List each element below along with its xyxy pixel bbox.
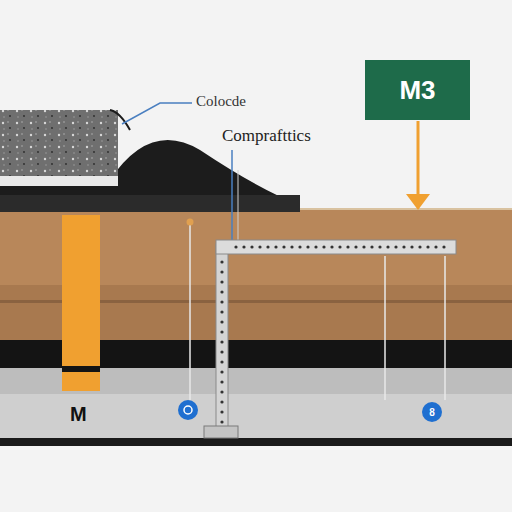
bracket-hole [402,245,405,248]
bracket-hole [220,360,223,363]
bracket-arm [216,240,456,254]
bracket-hole [442,245,445,248]
bracket-hole [410,245,413,248]
bracket-hole [220,310,223,313]
bracket-hole [274,245,277,248]
rod-line [238,170,239,242]
bracket-hole [258,245,261,248]
bracket-hole [220,330,223,333]
bracket-hole [220,410,223,413]
bracket-hole [418,245,421,248]
part-label: Comprafttics [222,126,311,146]
circle-outline [422,402,442,422]
node-text: M3 [399,75,435,106]
concrete-edge [0,176,118,186]
bracket-hole [290,245,293,248]
sensor-symbol-mark [184,406,192,414]
bracket-hole [330,245,333,248]
bar-band [62,366,100,372]
bracket-hole [220,290,223,293]
bracket-hole [220,300,223,303]
bracket-hole [220,350,223,353]
bracket-hole [220,260,223,263]
bracket-hole [266,245,269,248]
bracket-hole [220,270,223,273]
node-text: 8 [429,407,435,418]
callout-box: M3 [365,60,470,120]
bracket-hole [426,245,429,248]
bracket-hole [220,390,223,393]
part-label: Colocde [196,93,246,110]
bracket-hole [298,245,301,248]
bracket-holes [220,245,445,423]
sensor-symbol [178,400,198,420]
leader-line [231,150,233,242]
bracket-hole [220,320,223,323]
orange-bar [62,215,100,391]
bracket-hole [250,245,253,248]
bottom-band [0,438,512,446]
rod-head [187,219,194,226]
slope-edge [110,110,130,130]
bracket-hole [306,245,309,248]
bracket-hole [394,245,397,248]
bracket-hole [220,420,223,423]
concrete-block [0,110,118,176]
bracket-hole [234,245,237,248]
rod-line [444,256,446,400]
layer-label: M [70,403,87,426]
bracket-hole [322,245,325,248]
base-band [0,394,512,438]
bracket-hole [386,245,389,248]
leader-line [122,103,192,124]
bracket-hole [314,245,317,248]
bracket-hole [220,370,223,373]
bracket-hole [220,280,223,283]
bracket-hole [220,340,223,343]
bracket-post [216,244,228,428]
bracket-hole [378,245,381,248]
rod-line [189,224,191,400]
bracket-hole [346,245,349,248]
bracket-hole [362,245,365,248]
bracket-hole [220,380,223,383]
rod-line [384,256,386,400]
bracket-hole [220,400,223,403]
bracket-hole [282,245,285,248]
bracket-hole [354,245,357,248]
bracket-hole [370,245,373,248]
bracket-hole [242,245,245,248]
membrane-layer [0,195,300,212]
bracket-base [204,426,238,438]
bracket-hole [434,245,437,248]
callout-arrow [417,121,420,196]
sensor-circle: 8 [422,402,442,422]
bracket-hole [338,245,341,248]
callout-arrowhead [406,194,430,210]
